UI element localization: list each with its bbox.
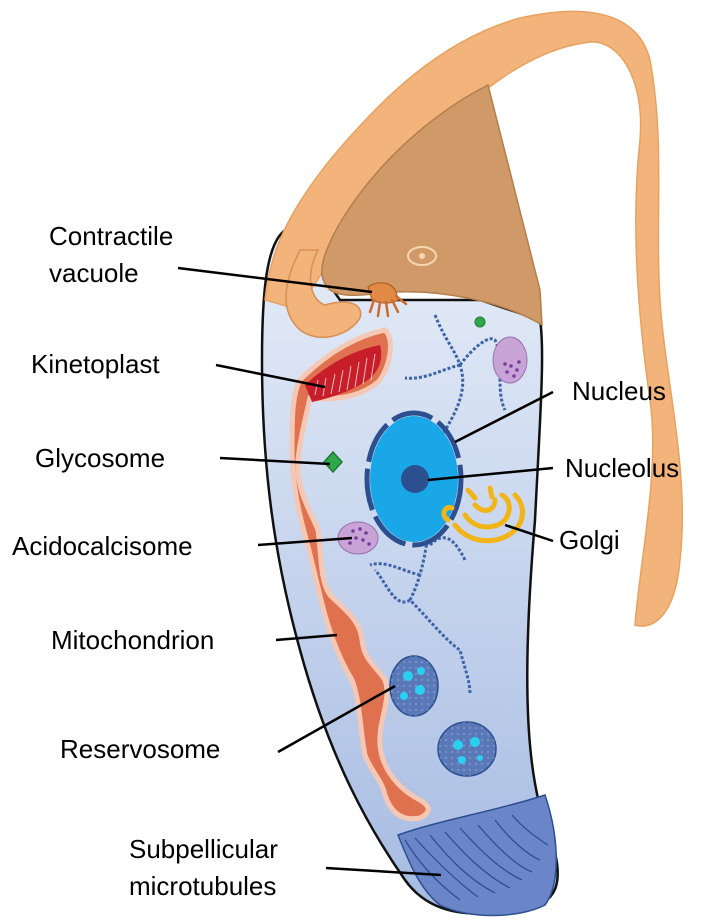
nucleolus [401,465,429,493]
label-contractile-vacuole-2: vacuole [49,258,139,288]
label-nucleus: Nucleus [572,376,666,406]
label-golgi: Golgi [559,525,620,555]
reservosome [390,656,438,716]
label-kinetoplast: Kinetoplast [31,349,160,379]
acidocalcisome-upper [493,337,527,383]
reservosome-lower [438,722,496,776]
label-subpellicular-2: microtubules [129,871,276,901]
small-glycosome [475,317,485,327]
label-contractile-vacuole-1: Contractile [49,221,173,251]
label-acidocalcisome: Acidocalcisome [12,531,193,561]
label-nucleolus: Nucleolus [565,453,679,483]
label-subpellicular-1: Subpellicular [129,834,278,864]
label-glycosome: Glycosome [35,443,165,473]
label-mitochondrion: Mitochondrion [51,625,214,655]
label-reservosome: Reservosome [60,734,220,764]
